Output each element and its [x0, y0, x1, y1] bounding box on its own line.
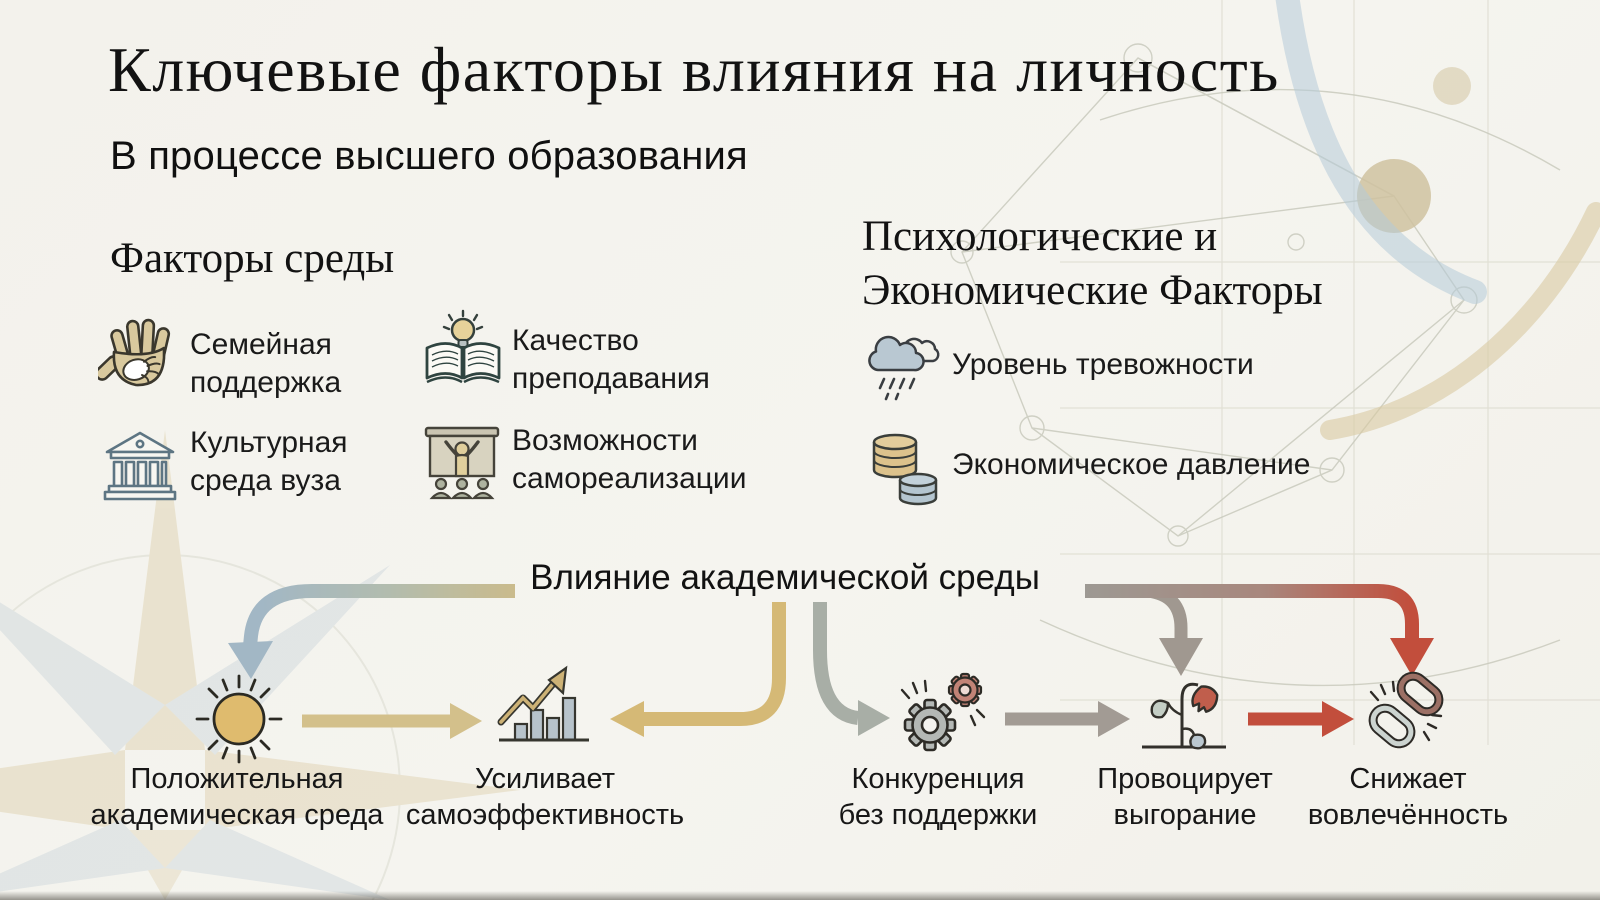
factor-family-support-label: Семейная поддержка: [190, 328, 342, 399]
factor-anxiety-label: Уровень тревожности: [952, 348, 1254, 381]
sun-icon: [187, 666, 291, 770]
decor-tan-arc: [1320, 202, 1600, 440]
arrow-gray-to-gears: [813, 602, 890, 736]
university-building-icon: [100, 426, 180, 506]
psycho-economic-heading: Психологические и Экономические Факторы: [862, 213, 1323, 314]
arrow-flower-to-chain: [1248, 701, 1354, 737]
node-competition-label: Конкуренция без поддержки: [838, 763, 1038, 831]
node-self-efficacy-label: Усиливает самоэффективность: [405, 763, 685, 831]
gears-icon: [893, 650, 998, 760]
presentation-audience-icon: [420, 422, 504, 506]
book-lightbulb-icon: [420, 308, 506, 394]
coins-icon: [864, 424, 944, 512]
influence-flow-label: Влияние академической среды: [530, 558, 1040, 597]
family-support-hands-icon: [98, 314, 182, 398]
factor-teaching-quality-label: Качество преподавания: [512, 324, 710, 395]
broken-chain-icon: [1352, 660, 1460, 764]
bottom-edge-shade: [0, 891, 1600, 900]
environment-factors-heading: Факторы среды: [110, 235, 395, 282]
factor-self-realization-label: Возможности самореализации: [512, 424, 747, 495]
wilting-flower-icon: [1130, 655, 1240, 757]
factor-university-culture-label: Культурная среда вуза: [190, 426, 348, 497]
node-positive-environment-label: Положительная академическая среда: [90, 763, 384, 831]
rain-cloud-icon: [864, 322, 944, 406]
decor-filled-circle: [1357, 159, 1431, 233]
factor-economic-pressure-label: Экономическое давление: [952, 448, 1311, 481]
arrow-gold-to-chart: [610, 602, 786, 737]
arrow-gears-to-flower: [1005, 701, 1130, 737]
decor-filled-circle-small: [1433, 67, 1471, 105]
arrow-sun-to-chart: [302, 703, 482, 739]
node-engagement-label: Снижает вовлечённость: [1307, 763, 1509, 831]
page-title: Ключевые факторы влияния на личность: [108, 34, 1280, 105]
node-burnout-label: Провоцирует выгорание: [1097, 763, 1273, 831]
page-subtitle: В процессе высшего образования: [110, 134, 748, 178]
growth-chart-icon: [495, 660, 595, 758]
